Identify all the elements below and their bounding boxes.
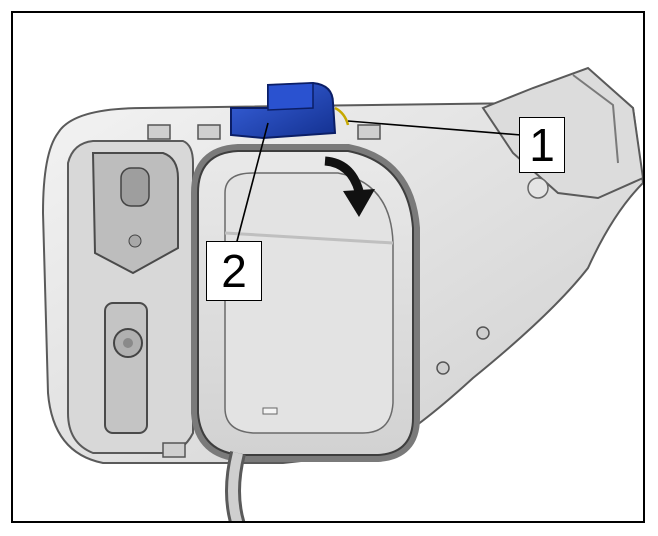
leader-line-2 <box>235 122 269 246</box>
socket-cover <box>91 152 179 275</box>
blue-actuator-part <box>230 81 350 140</box>
curved-arrow-icon <box>324 156 375 217</box>
illustration-frame: 1 2 <box>11 11 645 523</box>
leader-line-1 <box>347 120 522 136</box>
charging-flap-drawing <box>41 66 643 521</box>
callout-label-1: 1 <box>519 117 565 173</box>
callout-label-2: 2 <box>206 241 262 301</box>
